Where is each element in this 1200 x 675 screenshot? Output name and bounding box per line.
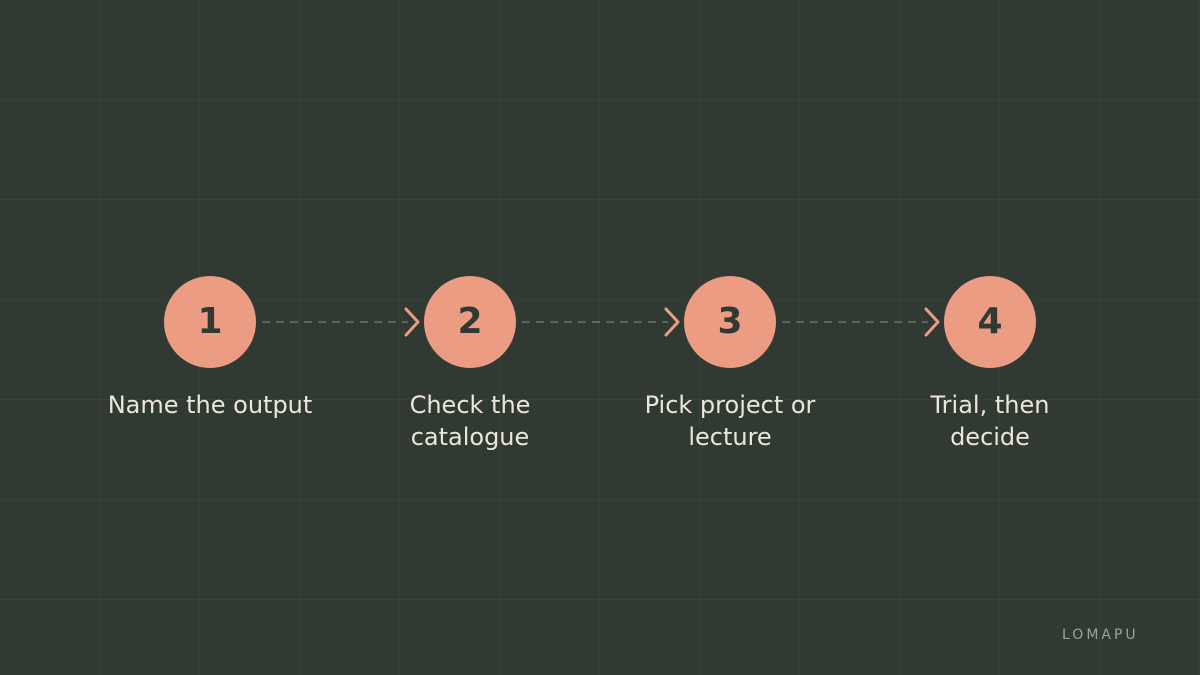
arrowhead-icon xyxy=(924,307,940,337)
step-3-circle: 3 xyxy=(684,276,776,368)
step-2-circle: 2 xyxy=(424,276,516,368)
step-3-number: 3 xyxy=(717,301,743,342)
step-2-number: 2 xyxy=(457,301,483,342)
step-4-label: Trial, then decide xyxy=(870,389,1110,453)
arrowhead-icon xyxy=(404,307,420,337)
step-4-circle: 4 xyxy=(944,276,1036,368)
connector-2-3 xyxy=(522,321,668,323)
connector-3-4 xyxy=(782,321,928,323)
step-1-circle: 1 xyxy=(164,276,256,368)
step-3-label-line-2: lecture xyxy=(688,423,772,451)
step-1-number: 1 xyxy=(197,301,223,342)
step-4-label-line-2: decide xyxy=(950,423,1030,451)
step-3-label-line-1: Pick project or xyxy=(644,391,816,419)
step-1-label-line-1: Name the output xyxy=(107,391,313,419)
step-4-number: 4 xyxy=(977,301,1003,342)
arrowhead-icon xyxy=(664,307,680,337)
step-1-label: Name the output xyxy=(90,389,330,421)
step-2-label: Check the catalogue xyxy=(350,389,590,453)
step-2-label-line-2: catalogue xyxy=(410,423,530,451)
step-3-label: Pick project or lecture xyxy=(610,389,850,453)
brand-wordmark: LOMAPU xyxy=(1062,627,1139,643)
step-2-label-line-1: Check the xyxy=(409,391,531,419)
step-4-label-line-1: Trial, then xyxy=(930,391,1050,419)
connector-1-2 xyxy=(262,321,408,323)
